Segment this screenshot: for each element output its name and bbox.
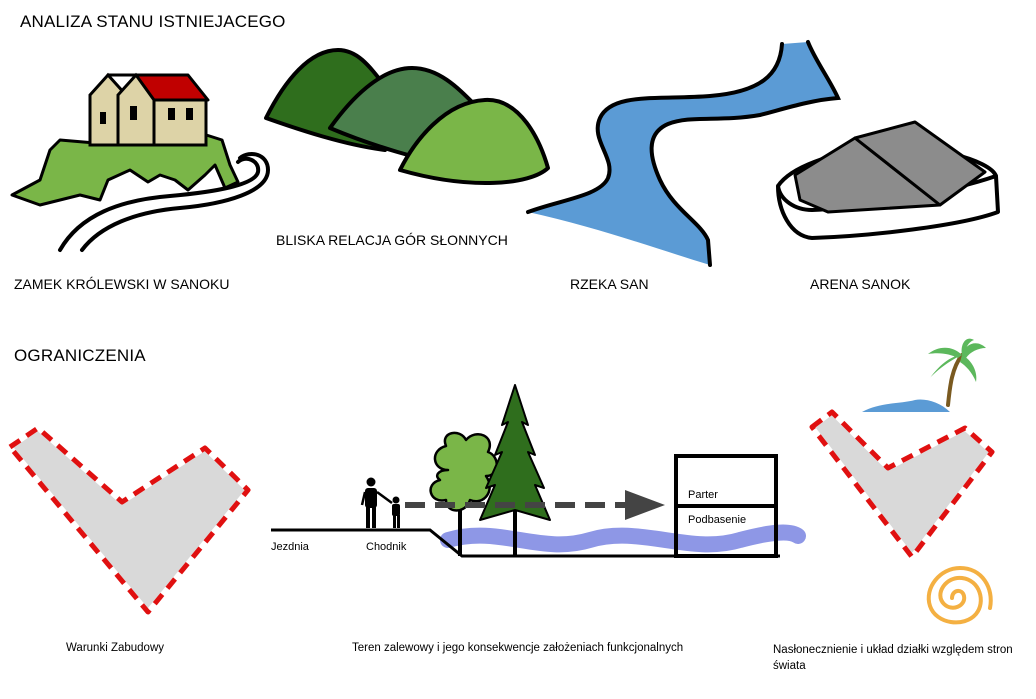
mountains-icon [264, 48, 550, 185]
flood-section-icon [271, 384, 806, 558]
caption-insolation: Nasłonecznienie i układ działki względem… [773, 644, 1013, 672]
heading-constraints: OGRANICZENIA [14, 346, 146, 365]
sun-orientation-icon [809, 338, 995, 625]
caption-building-conditions: Warunki Zabudowy [66, 642, 165, 654]
arena-icon [776, 120, 1000, 240]
building-plot-outline-icon [7, 425, 251, 615]
heading-existing-state: ANALIZA STANU ISTNIEJACEGO [20, 12, 286, 31]
label-royal-castle: ZAMEK KRÓLEWSKI W SANOKU [14, 276, 230, 292]
label-mountains: BLISKA RELACJA GÓR SŁONNYCH [276, 232, 508, 248]
label-river-san: RZEKA SAN [570, 276, 649, 292]
river-icon [526, 40, 841, 267]
label-sidewalk: Chodnik [366, 541, 407, 553]
label-basement: Podbasenie [688, 514, 747, 526]
label-ground-floor: Parter [688, 489, 718, 501]
label-arena-sanok: ARENA SANOK [810, 276, 911, 292]
castle-hill-icon [10, 72, 271, 252]
caption-flood-area: Teren zalewowy i jego konsekwencje założ… [352, 642, 684, 654]
label-road: Jezdnia [271, 541, 309, 553]
